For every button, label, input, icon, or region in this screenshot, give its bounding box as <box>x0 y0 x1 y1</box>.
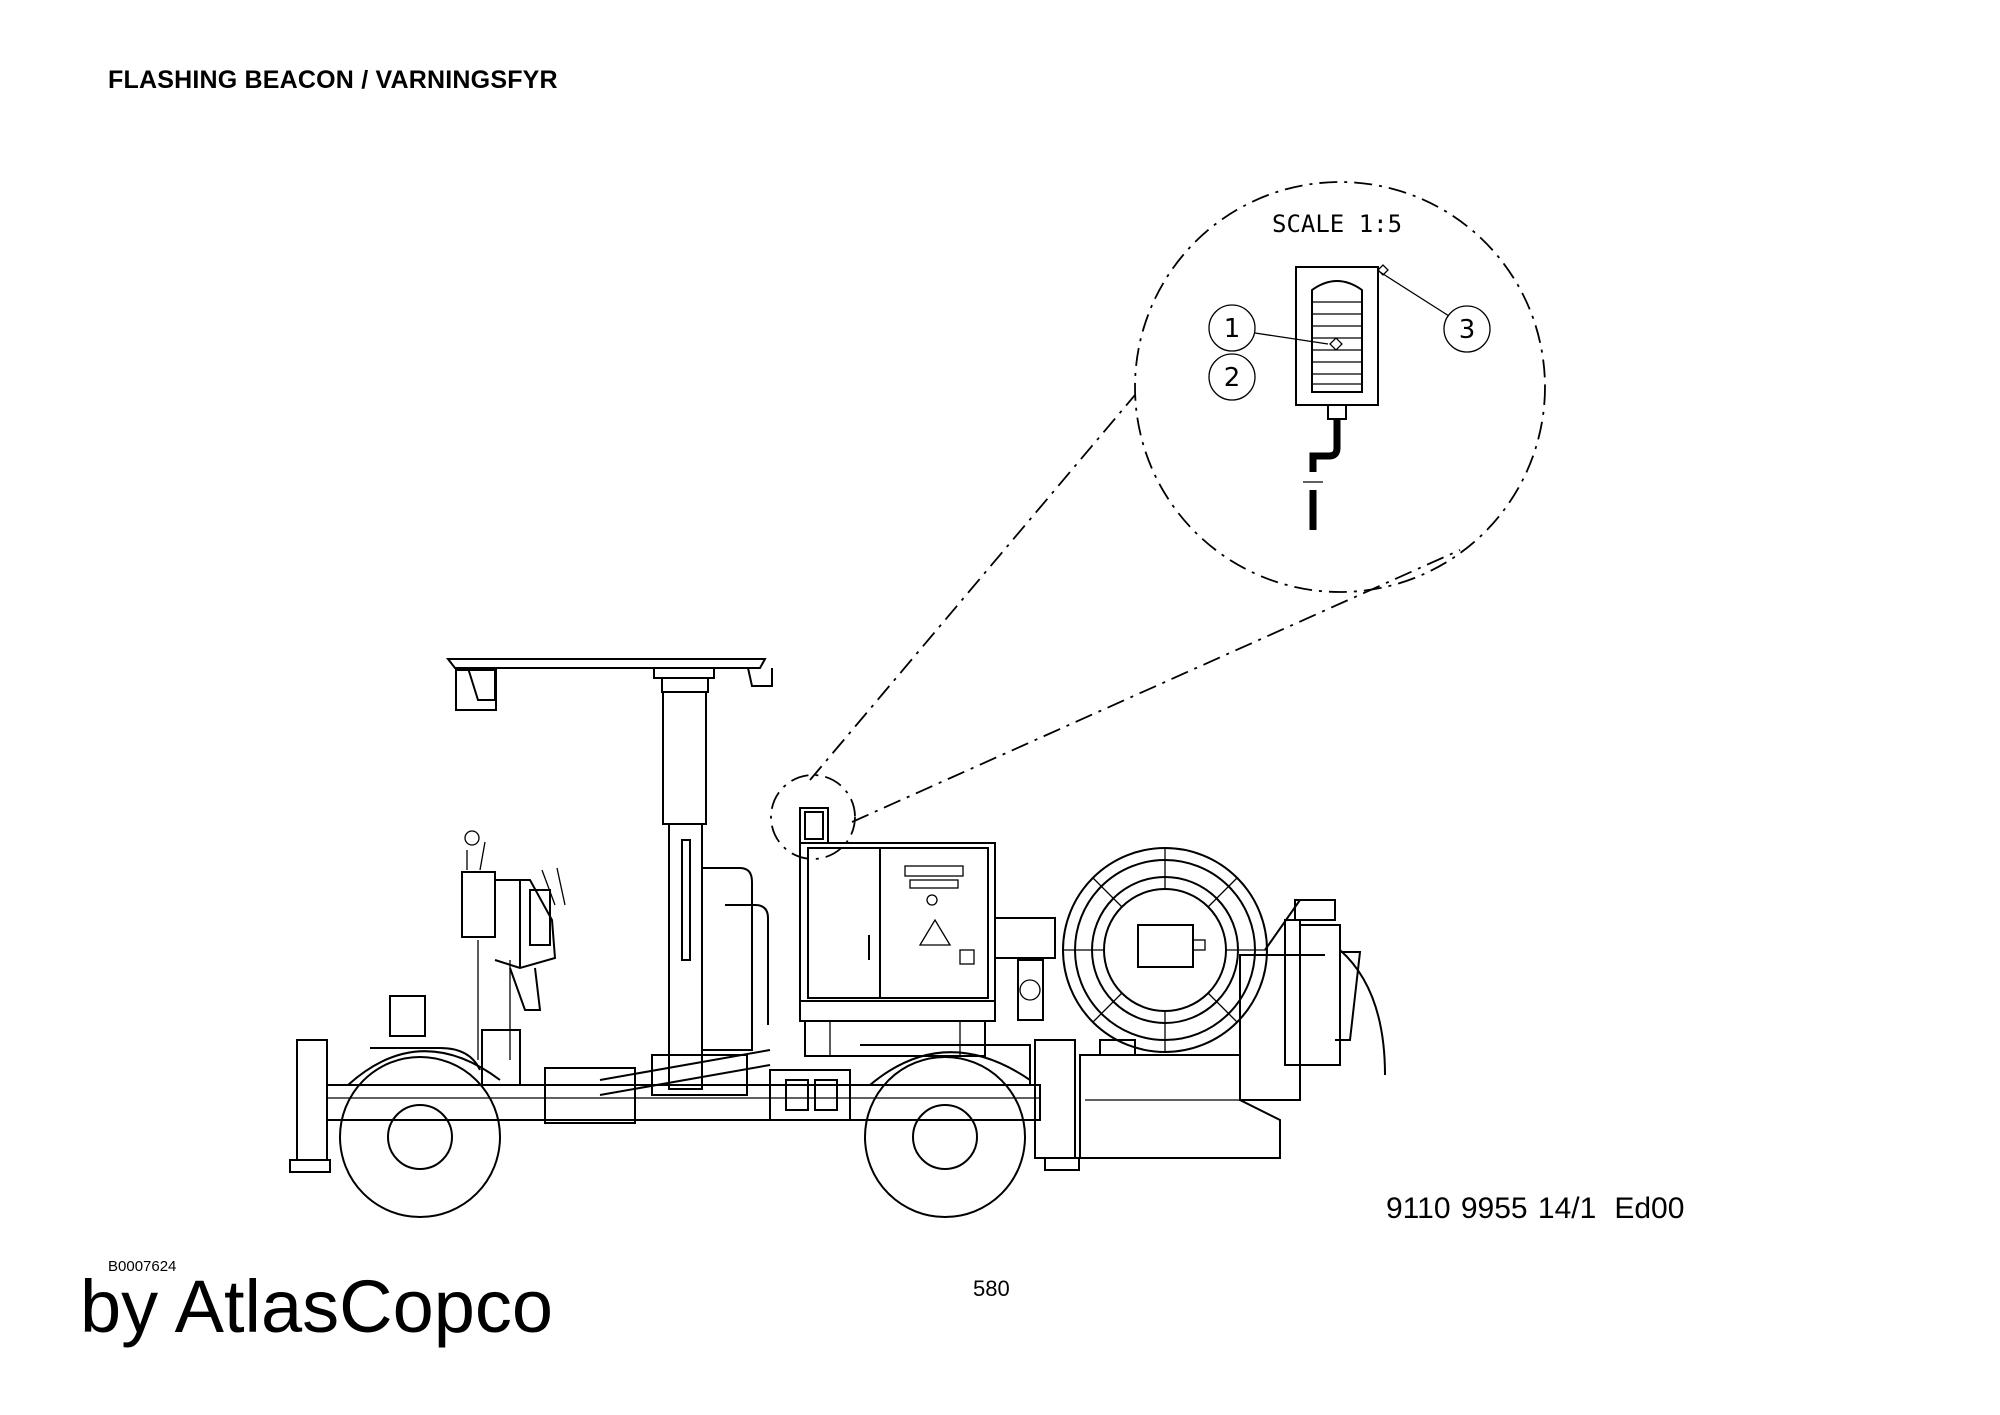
rear-wheel <box>864 1051 1031 1218</box>
cable-reel <box>1062 847 1268 1053</box>
step <box>389 995 426 1037</box>
document-number: 9110 9955 14/1 Ed00 <box>1386 1192 1684 1226</box>
machine-side-view <box>289 658 1386 1218</box>
svg-text:1: 1 <box>1224 314 1241 344</box>
scale-label: SCALE 1:5 <box>1272 210 1402 238</box>
svg-text:3: 3 <box>1459 315 1476 345</box>
beacon-enlarged <box>1295 266 1379 530</box>
front-wheel <box>339 1050 501 1218</box>
electrical-cabinet <box>799 807 996 1057</box>
callout-2: 2 <box>1208 353 1256 401</box>
chassis <box>326 995 1041 1124</box>
callout-1: 1 <box>1208 304 1343 352</box>
detail-view: SCALE 1:5 1 2 <box>809 181 1546 823</box>
detail-circle <box>1134 181 1546 593</box>
rear-assembly <box>1264 899 1386 1076</box>
edition-label: Ed00 <box>1614 1192 1685 1225</box>
detail-leader-upper <box>809 394 1136 781</box>
detail-leader-lower <box>851 549 1461 823</box>
callout-3: 3 <box>1377 264 1491 353</box>
document-number-value: 9110 9955 14/1 <box>1386 1192 1597 1225</box>
page-title: FLASHING BEACON / VARNINGSFYR <box>108 66 558 94</box>
detail-marker-circle <box>770 774 856 860</box>
image-code: B0007624 <box>108 1258 177 1275</box>
page-number: 580 <box>973 1276 1010 1301</box>
canopy <box>445 658 773 1090</box>
svg-text:2: 2 <box>1224 363 1241 393</box>
front-bumper <box>296 1039 328 1161</box>
control-console <box>461 830 566 1060</box>
brand-logo-text: by AtlasCopco <box>80 1265 554 1348</box>
